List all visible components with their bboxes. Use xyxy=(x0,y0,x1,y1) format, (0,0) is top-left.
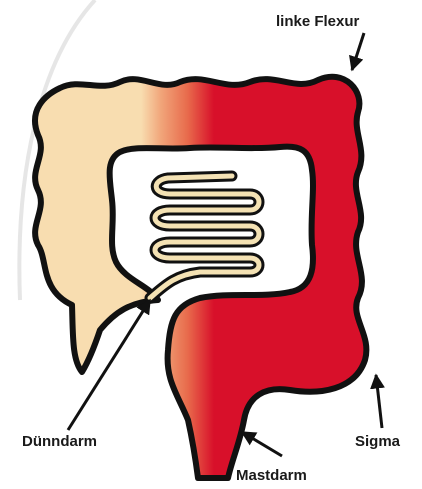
label-sigmoid: Sigma xyxy=(355,433,401,450)
label-rectum: Mastdarm xyxy=(236,467,307,484)
label-left-flexure: linke Flexur xyxy=(276,13,360,30)
arrow-icon xyxy=(376,375,382,428)
arrow-icon xyxy=(242,432,282,456)
arrow-icon xyxy=(352,33,364,70)
label-small-intestine: Dünndarm xyxy=(22,433,97,450)
